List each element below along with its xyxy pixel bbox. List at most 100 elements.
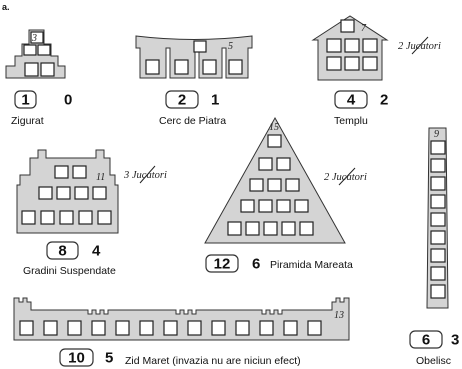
gradini-slot bbox=[93, 187, 106, 199]
obelisc-slot bbox=[431, 231, 445, 244]
piramida-slot bbox=[264, 222, 277, 235]
zigurat-slot bbox=[41, 63, 54, 76]
piramida-slot bbox=[300, 222, 313, 235]
gradini-slot bbox=[73, 166, 86, 178]
zid-slot bbox=[236, 321, 249, 335]
obelisc-slot bbox=[431, 213, 445, 226]
obelisc-slot bbox=[431, 159, 445, 172]
zid-slot bbox=[92, 321, 105, 335]
piramida-points: 6 bbox=[252, 256, 260, 273]
gradini-slot bbox=[60, 211, 73, 224]
piramida-slot bbox=[259, 158, 272, 170]
zid-name: Zid Maret (invazia nu are niciun efect) bbox=[125, 355, 301, 367]
gradini-slot bbox=[39, 187, 52, 199]
gradini-slot bbox=[57, 187, 70, 199]
cerc-slot-count: 5 bbox=[228, 41, 233, 52]
obelisc-slot bbox=[431, 195, 445, 208]
cerc-slot bbox=[194, 41, 206, 52]
piramida-slot bbox=[277, 200, 290, 212]
templu-points: 2 bbox=[380, 92, 388, 109]
piramida-cost: 12 bbox=[214, 256, 231, 273]
monument-cerc-de-piatra: 5 2 1 Cerc de Piatra bbox=[136, 36, 252, 127]
gradini-slot bbox=[22, 211, 35, 224]
cerc-cost: 2 bbox=[178, 92, 186, 109]
gradini-slot bbox=[55, 166, 68, 178]
gradini-name: Gradini Suspendate bbox=[23, 265, 116, 277]
piramida-slot bbox=[268, 179, 281, 191]
monument-zigurat: 3 1 0 Zigurat bbox=[6, 30, 72, 127]
obelisc-slot bbox=[431, 285, 445, 298]
obelisc-slot-count: 9 bbox=[434, 129, 439, 140]
cerc-points: 1 bbox=[211, 92, 219, 109]
zid-slot-count: 13 bbox=[334, 310, 344, 321]
monument-piramida-mareata: 15 2 Jucatori 12 6 Piramida Mareata bbox=[205, 118, 367, 273]
zid-slot bbox=[20, 321, 33, 335]
zid-shape bbox=[14, 298, 349, 340]
zid-slot bbox=[308, 321, 321, 335]
piramida-slot bbox=[286, 179, 299, 191]
obelisc-slot bbox=[431, 267, 445, 280]
piramida-slot bbox=[250, 179, 263, 191]
templu-slot bbox=[345, 57, 359, 70]
monument-templu: 7 2 Jucatori 4 2 Templu bbox=[313, 16, 441, 127]
zid-points: 5 bbox=[105, 350, 113, 367]
obelisc-points: 3 bbox=[451, 332, 459, 349]
zid-slot bbox=[116, 321, 129, 335]
zid-slot bbox=[164, 321, 177, 335]
obelisc-slot bbox=[431, 141, 445, 154]
cerc-slot bbox=[229, 60, 242, 74]
piramida-slot bbox=[228, 222, 241, 235]
templu-slot bbox=[363, 39, 377, 52]
zid-slot bbox=[44, 321, 57, 335]
piramida-name: Piramida Mareata bbox=[270, 259, 353, 271]
zid-slot bbox=[284, 321, 297, 335]
piramida-slot-count: 15 bbox=[269, 122, 279, 133]
zid-slot bbox=[188, 321, 201, 335]
piramida-slot bbox=[277, 158, 290, 170]
zigurat-slot bbox=[24, 45, 36, 55]
gradini-slot-count: 11 bbox=[96, 172, 105, 183]
piramida-slot bbox=[268, 135, 281, 147]
obelisc-name: Obelisc bbox=[416, 355, 451, 367]
gradini-slot bbox=[79, 211, 92, 224]
zigurat-cost: 1 bbox=[21, 92, 29, 109]
piramida-slot bbox=[295, 200, 308, 212]
cerc-slot bbox=[146, 60, 159, 74]
templu-slot bbox=[327, 57, 341, 70]
gradini-cost: 8 bbox=[58, 243, 66, 260]
monument-zid-maret: 13 10 5 Zid Maret (invazia nu are niciun… bbox=[14, 298, 349, 367]
templu-slot bbox=[363, 57, 377, 70]
piramida-slot bbox=[241, 200, 254, 212]
gradini-slot bbox=[98, 211, 111, 224]
templu-slot bbox=[341, 20, 354, 32]
zigurat-slot bbox=[38, 45, 50, 55]
obelisc-slot bbox=[431, 177, 445, 190]
obelisc-cost: 6 bbox=[422, 332, 430, 349]
zigurat-name: Zigurat bbox=[11, 115, 44, 127]
gradini-slot bbox=[75, 187, 88, 199]
piramida-slot bbox=[246, 222, 259, 235]
zid-slot bbox=[68, 321, 81, 335]
piramida-slot bbox=[259, 200, 272, 212]
zid-slot bbox=[140, 321, 153, 335]
gradini-slot bbox=[41, 211, 54, 224]
gradini-player-note: 3 Jucatori bbox=[123, 170, 167, 181]
zigurat-points: 0 bbox=[64, 92, 72, 109]
zid-slot bbox=[212, 321, 225, 335]
corner-mark: a. bbox=[2, 2, 10, 12]
monument-obelisc: 9 6 3 Obelisc bbox=[410, 128, 459, 367]
cerc-slot bbox=[203, 60, 216, 74]
piramida-slot bbox=[282, 222, 295, 235]
obelisc-slot bbox=[431, 249, 445, 262]
zid-slot bbox=[260, 321, 273, 335]
monument-gradini-suspendate: 11 3 Jucatori 8 4 Gradini Suspendate bbox=[17, 150, 167, 277]
cerc-slot bbox=[175, 60, 188, 74]
gradini-points: 4 bbox=[92, 243, 101, 260]
templu-name: Templu bbox=[334, 115, 368, 127]
cerc-name: Cerc de Piatra bbox=[159, 115, 226, 127]
zigurat-slot-count: 3 bbox=[31, 33, 37, 44]
zid-cost: 10 bbox=[68, 350, 85, 367]
templu-slot bbox=[345, 39, 359, 52]
zigurat-slot bbox=[25, 63, 38, 76]
